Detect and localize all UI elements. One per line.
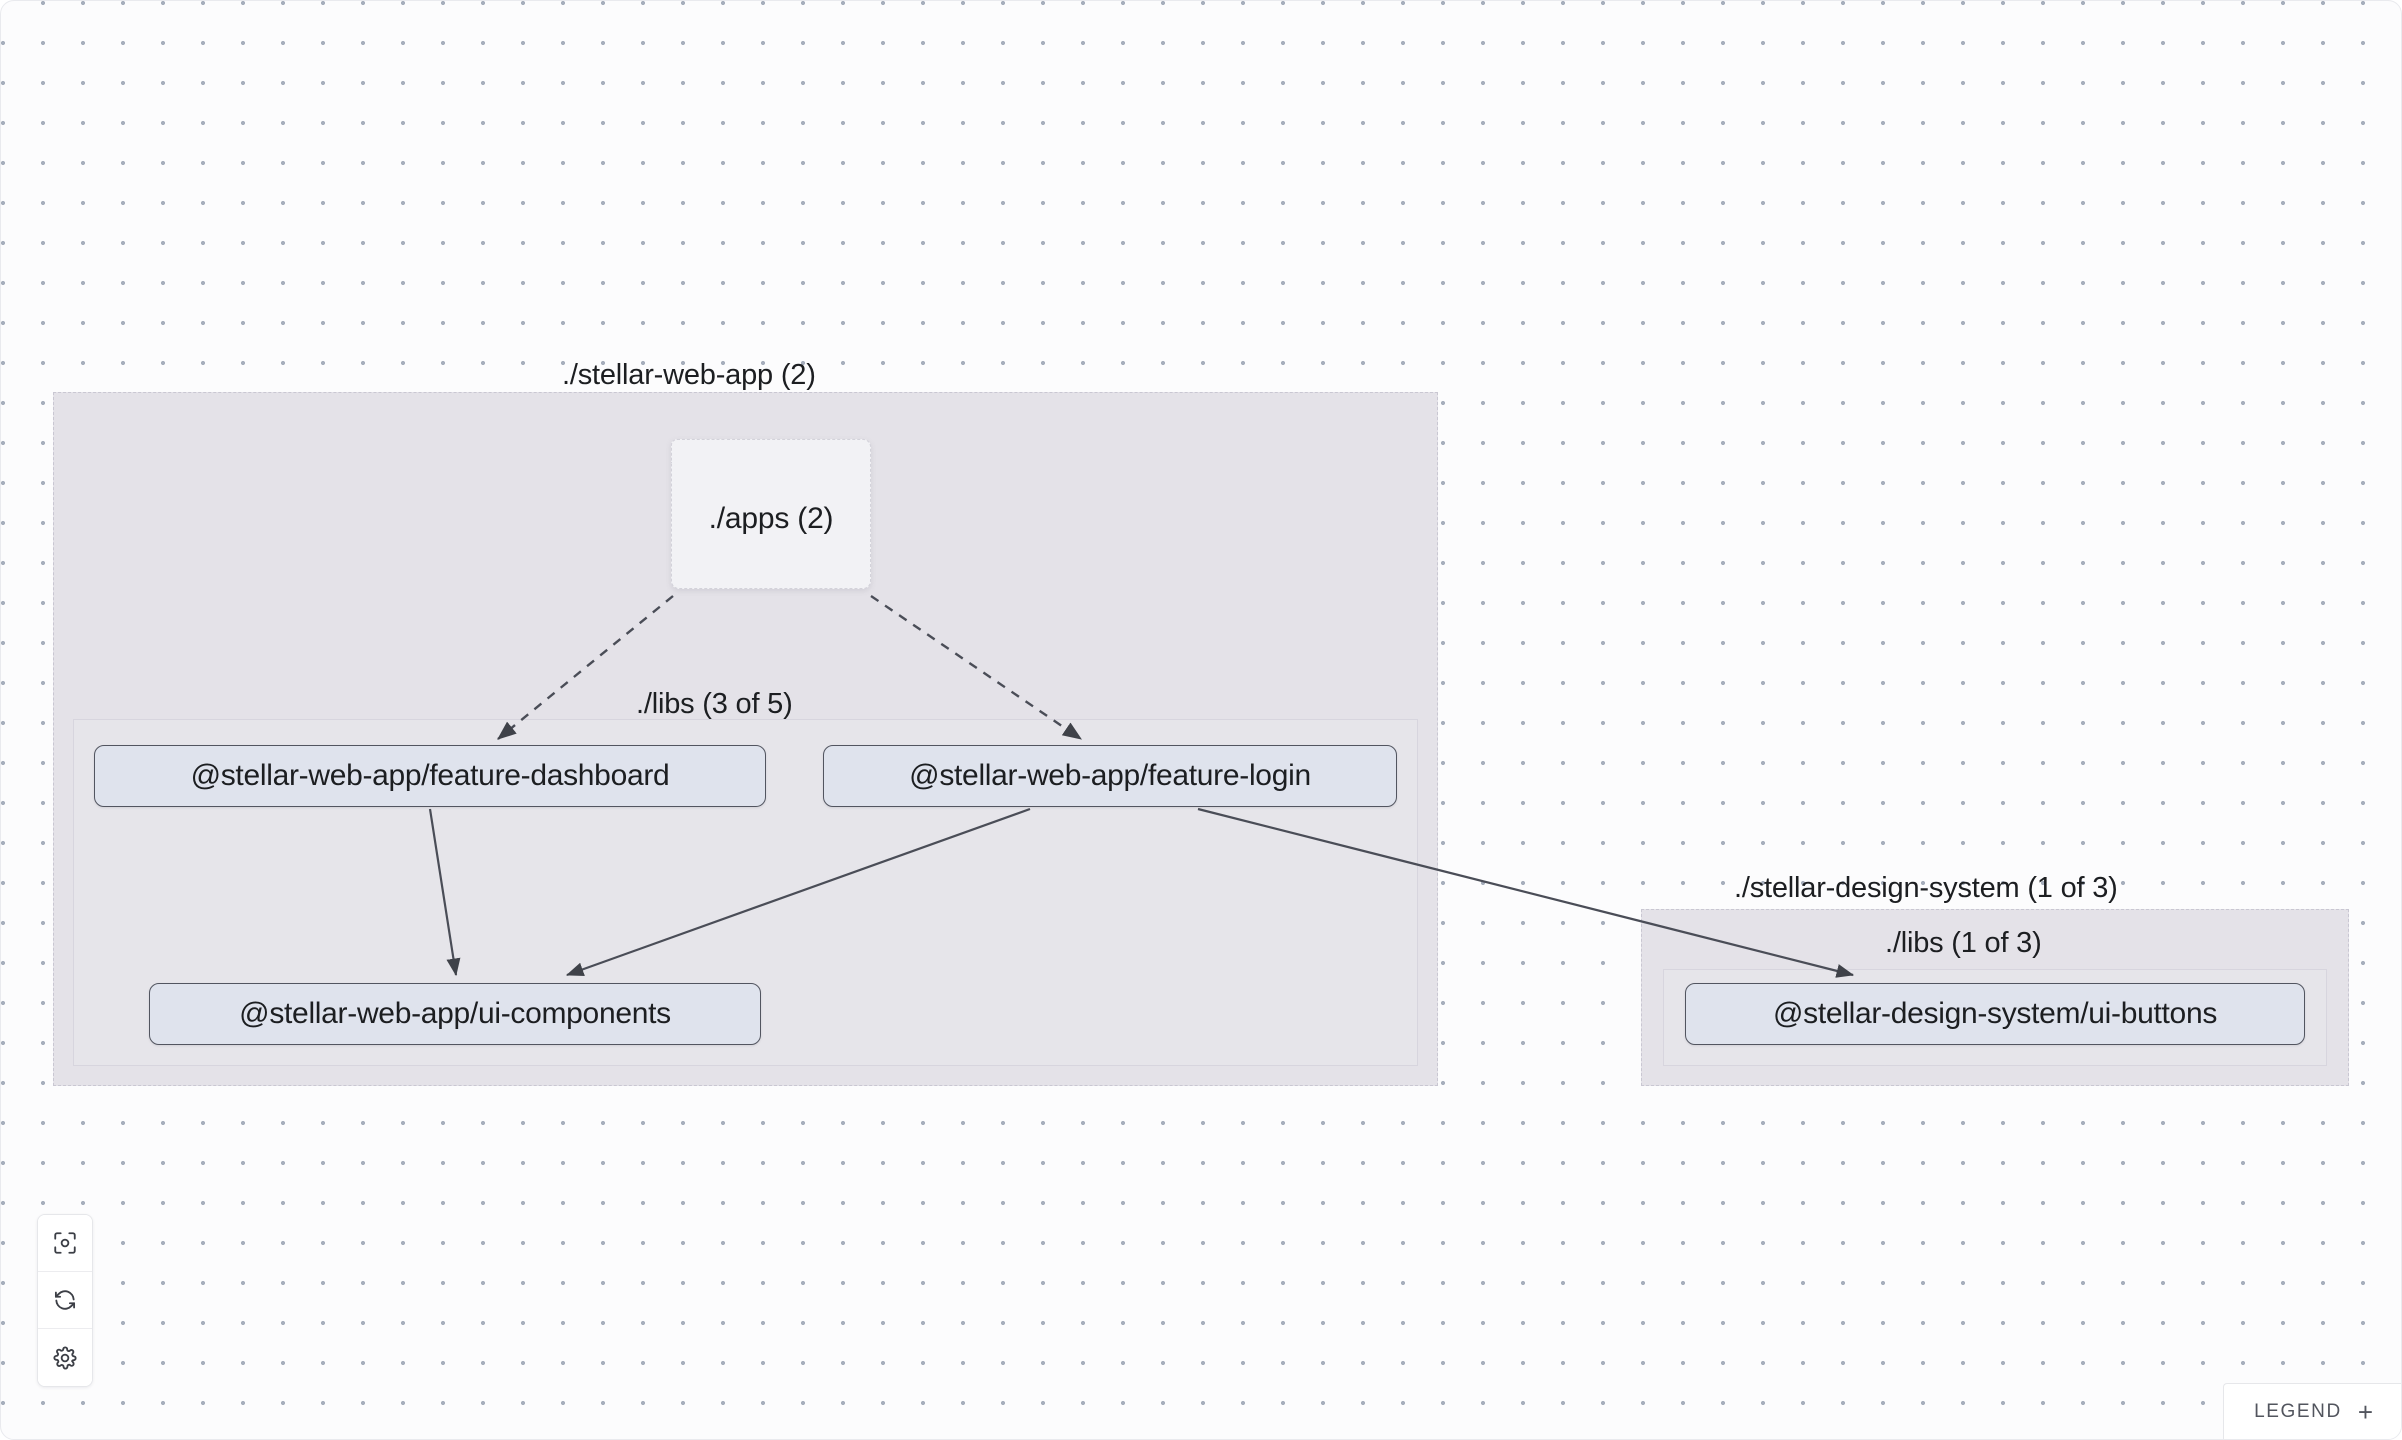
libs-label-web-app: ./libs (3 of 5) xyxy=(636,688,793,720)
workspace-label-stellar-web-app: ./stellar-web-app (2) xyxy=(562,359,816,391)
settings-button[interactable] xyxy=(38,1329,92,1386)
legend-toggle[interactable]: LEGEND + xyxy=(2223,1383,2401,1439)
folder-shape xyxy=(671,439,871,589)
plus-icon: + xyxy=(2357,1396,2373,1427)
project-node-ui-components[interactable]: @stellar-web-app/ui-components xyxy=(149,983,761,1045)
workspace-label-stellar-design-system: ./stellar-design-system (1 of 3) xyxy=(1734,872,2118,904)
legend-label: LEGEND xyxy=(2254,1400,2342,1422)
focus-button[interactable] xyxy=(38,1215,92,1272)
project-node-feature-login[interactable]: @stellar-web-app/feature-login xyxy=(823,745,1397,807)
canvas-controls[interactable] xyxy=(37,1214,93,1387)
refresh-cycle-icon xyxy=(52,1287,78,1313)
libs-label-design-system: ./libs (1 of 3) xyxy=(1885,927,2042,959)
folder-node-apps[interactable]: ./apps (2) xyxy=(671,439,871,589)
folder-tab xyxy=(671,439,725,463)
project-node-feature-dashboard[interactable]: @stellar-web-app/feature-dashboard xyxy=(94,745,766,807)
folder-node-label: ./apps (2) xyxy=(708,502,834,535)
refresh-button[interactable] xyxy=(38,1272,92,1329)
gear-icon xyxy=(52,1345,78,1371)
focus-target-icon xyxy=(52,1230,78,1256)
project-node-ui-buttons[interactable]: @stellar-design-system/ui-buttons xyxy=(1685,983,2305,1045)
